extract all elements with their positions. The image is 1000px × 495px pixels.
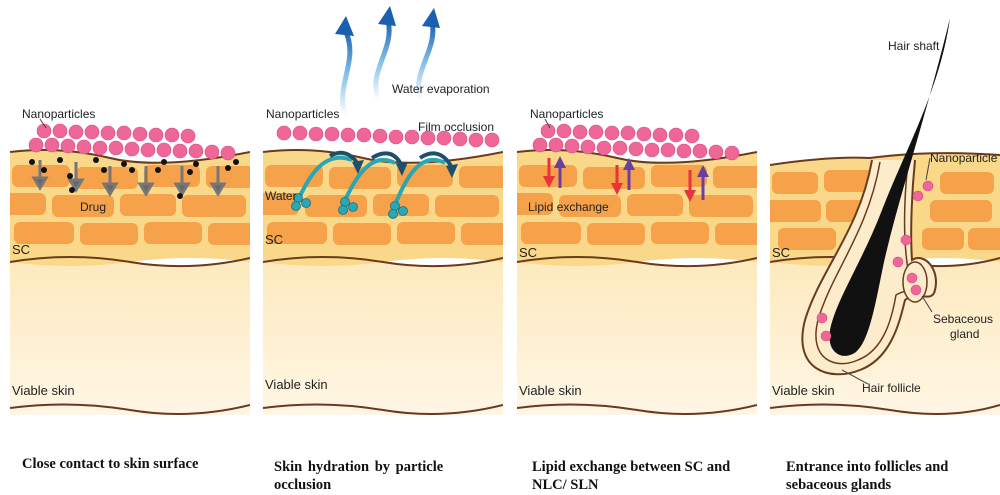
label-nanoparticle: Nanoparticle — [930, 151, 998, 165]
label-nanoparticles: Nanoparticles — [22, 107, 95, 121]
label-gland-line2: gland — [950, 327, 979, 341]
caption-close-contact: Close contact to skin surface — [22, 455, 252, 473]
sebaceous-gland-text: Sebaceous — [933, 312, 993, 326]
panel-occlusion: Nanoparticles Water evaporation Film occ… — [255, 6, 509, 415]
label-hair-follicle: Hair follicle — [862, 381, 921, 395]
label-viable-skin: Viable skin — [519, 383, 582, 398]
label-film-occlusion: Film occlusion — [418, 120, 494, 134]
caption-follicle: Entrance into follicles and sebaceous gl… — [786, 458, 996, 494]
evaporation-arrows — [343, 20, 433, 115]
label-sebaceous-gland: Sebaceous — [933, 312, 993, 326]
label-hair-shaft: Hair shaft — [888, 39, 940, 53]
label-viable-skin: Viable skin — [12, 383, 75, 398]
label-nanoparticles: Nanoparticles — [266, 107, 339, 121]
label-sc: SC — [265, 232, 283, 247]
label-lipid-exchange: Lipid exchange — [528, 200, 609, 214]
panel-close-contact: Nanoparticles Drug SC Viable skin — [2, 107, 256, 415]
label-drug: Drug — [80, 200, 106, 214]
label-viable-skin: Viable skin — [265, 377, 328, 392]
label-water-evaporation: Water evaporation — [392, 82, 490, 96]
label-sc: SC — [772, 245, 790, 260]
label-water: Water — [265, 189, 297, 203]
caption-lipid-exchange: Lipid exchange between SC and NLC/ SLN — [532, 458, 757, 494]
panel-lipid-exchange: Nanoparticles Lipid exchange SC Viable s… — [509, 107, 763, 415]
label-nanoparticles: Nanoparticles — [530, 107, 603, 121]
caption-occlusion: Skin hydration by particle occlusion — [274, 458, 489, 494]
label-sc: SC — [519, 245, 537, 260]
panel-follicle: Hair shaft Nanoparticle SC Sebaceous gla… — [765, 18, 1000, 415]
label-viable-skin: Viable skin — [772, 383, 835, 398]
label-sc: SC — [12, 242, 30, 257]
